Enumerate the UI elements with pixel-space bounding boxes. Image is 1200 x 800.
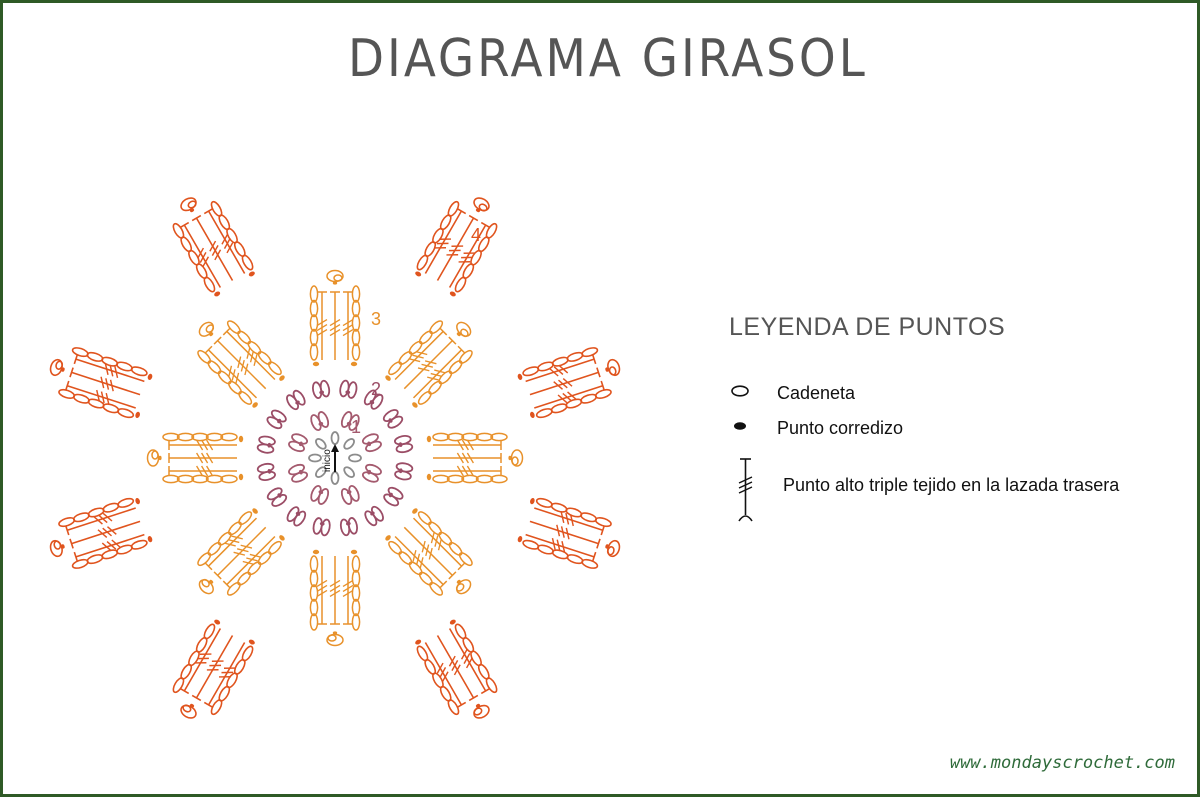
round-1-stitch — [361, 463, 382, 483]
round-3-petal — [197, 508, 285, 596]
round-2-stitch — [363, 389, 384, 410]
round-number-3: 3 — [371, 309, 381, 329]
round-3-petal — [197, 320, 285, 408]
round-4-petal — [49, 347, 153, 419]
chain-ring-oval — [330, 431, 340, 445]
round-number-4: 4 — [471, 225, 481, 245]
start-arrow-icon — [331, 444, 339, 472]
chain-ring-oval — [315, 466, 327, 478]
round-2-stitch — [339, 517, 359, 537]
round-3-petal — [385, 320, 473, 408]
round-3-petal — [309, 269, 361, 367]
round-2-stitch — [394, 462, 414, 481]
chain-ring-oval — [330, 471, 340, 485]
round-4-petal — [172, 619, 255, 719]
round-3-petal — [146, 432, 244, 484]
legend-label-slip-stitch: Punto corredizo — [777, 418, 904, 438]
chain-ring-oval — [343, 466, 355, 478]
crochet-diagram: inicio 12 3 4 — [49, 197, 621, 719]
round-4-petal — [172, 197, 255, 297]
round-number-2: 2 — [371, 379, 381, 399]
round-2-stitch — [339, 379, 358, 399]
round-3-petal — [426, 432, 524, 484]
round-4-petal — [415, 619, 498, 719]
round-1-stitch — [340, 484, 360, 505]
round-1-stitch — [288, 463, 309, 483]
round-4-petal — [49, 497, 153, 569]
round-3-petal — [385, 508, 473, 596]
round-2-stitch — [266, 487, 288, 507]
start-label: inicio — [322, 449, 333, 472]
chain-oval-icon — [731, 385, 749, 397]
round-number-1: 1 — [351, 417, 361, 437]
round-2-stitch — [364, 505, 384, 527]
legend-title: LEYENDA DE PUNTOS — [729, 313, 1006, 341]
round-3-petal — [309, 549, 361, 647]
chain-ring-oval — [308, 453, 322, 463]
round-4-petal — [517, 497, 621, 569]
round-2-stitch — [311, 379, 331, 399]
stitch-legend: LEYENDA DE PUNTOS Cadeneta Punto corredi… — [729, 313, 1189, 533]
round-2-stitch — [256, 435, 276, 454]
legend-label-chain: Cadeneta — [777, 383, 856, 403]
round-2-stitch — [383, 486, 404, 507]
round-1-stitch — [340, 411, 360, 432]
round-1-stitch — [288, 433, 309, 453]
website-url: www.mondayscrochet.com — [949, 753, 1175, 773]
round-1-stitch — [361, 433, 382, 453]
round-1-stitch — [310, 411, 330, 432]
round-2-stitch — [286, 389, 306, 411]
round-2-stitch — [312, 517, 331, 537]
triple-crochet-icon — [738, 458, 753, 522]
round-4-petal — [517, 347, 621, 419]
round-2-stitch — [394, 434, 414, 454]
slip-stitch-dot-icon — [734, 422, 746, 430]
round-2-stitch — [382, 409, 404, 429]
round-2-stitch — [286, 506, 307, 527]
chain-ring-oval — [343, 438, 355, 450]
chain-ring-oval — [315, 438, 327, 450]
diagram-title: DIAGRAMA GIRASOL — [348, 29, 868, 89]
round-2-stitch — [266, 409, 287, 430]
round-1-stitch — [310, 484, 330, 505]
chain-ring-oval — [348, 453, 362, 463]
round-4-petal — [415, 197, 498, 297]
legend-label-triple-crochet: Punto alto triple tejido en la lazada tr… — [783, 475, 1120, 495]
round-2-stitch — [256, 462, 276, 482]
